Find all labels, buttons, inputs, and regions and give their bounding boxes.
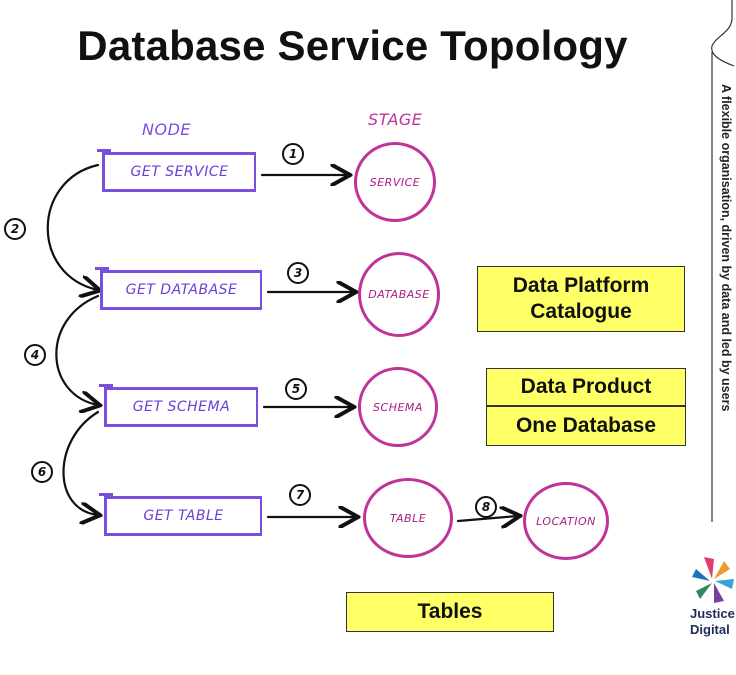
stage-location: LOCATION xyxy=(523,482,609,560)
arrow-6 xyxy=(62,410,99,515)
justice-digital-logo-icon xyxy=(692,557,734,603)
callout-catalogue-line-2: Catalogue xyxy=(530,300,632,323)
side-panel-outline xyxy=(711,0,735,522)
arrow-2 xyxy=(46,163,98,290)
callout-data-platform-catalogue: Data Platform Catalogue xyxy=(477,266,685,332)
stage-table: TABLE xyxy=(363,478,453,558)
node-get-service: GET SERVICE xyxy=(97,149,256,192)
step-number-6: 6 xyxy=(31,461,53,483)
logo-wordmark-line-2: Digital xyxy=(690,622,730,637)
node-get-schema: GET SCHEMA xyxy=(99,384,258,427)
stage-service: SERVICE xyxy=(354,142,436,222)
callout-tables: Tables xyxy=(346,592,554,632)
arrow-4 xyxy=(55,294,98,405)
stage-column-label: STAGE xyxy=(368,110,423,129)
side-tagline: A flexible organisation, driven by data … xyxy=(719,84,733,412)
step-number-4: 4 xyxy=(24,344,46,366)
arrow-8 xyxy=(456,516,518,521)
node-column-label: NODE xyxy=(142,120,191,139)
logo-wordmark: Justice Digital xyxy=(690,606,736,638)
node-get-database: GET DATABASE xyxy=(95,267,262,310)
step-number-3: 3 xyxy=(287,262,309,284)
node-get-table: GET TABLE xyxy=(99,493,262,536)
stage-database: DATABASE xyxy=(358,252,440,337)
page-title: Database Service Topology xyxy=(77,22,628,69)
callout-data-product: Data Product xyxy=(486,368,686,406)
callout-catalogue-line-1: Data Platform xyxy=(512,273,650,297)
logo-wordmark-line-1: Justice xyxy=(690,606,735,621)
step-number-2: 2 xyxy=(4,218,26,240)
step-number-5: 5 xyxy=(285,378,307,400)
step-number-8: 8 xyxy=(475,496,497,518)
step-number-1: 1 xyxy=(282,143,304,165)
callout-one-database: One Database xyxy=(486,406,686,446)
stage-schema: SCHEMA xyxy=(358,367,438,447)
step-number-7: 7 xyxy=(289,484,311,506)
